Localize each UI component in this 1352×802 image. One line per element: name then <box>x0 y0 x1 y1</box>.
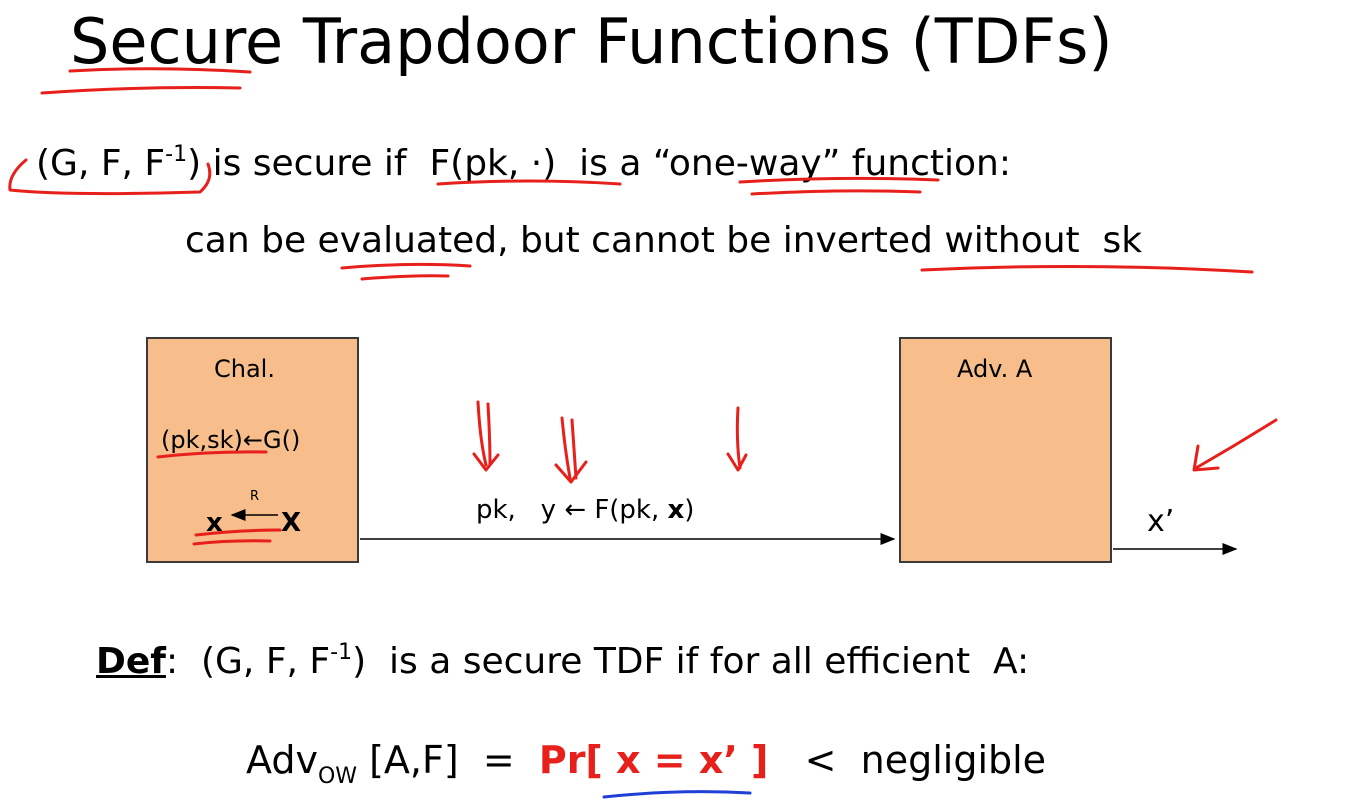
sample-domain: X <box>281 508 302 538</box>
intro-line: (G, F, F-1) is secure if F(pk, ·) is a “… <box>36 132 1011 187</box>
message-prefix: pk, y ← F(pk, <box>476 495 668 525</box>
x-arrow-mark <box>726 406 748 472</box>
y-arrow-mark <box>554 416 588 484</box>
tuple-underline-mark <box>8 158 212 196</box>
intro-text-a: is secure if <box>201 143 430 184</box>
probability-underline <box>602 790 752 799</box>
adversary-output: x’ <box>1147 504 1175 539</box>
definition-tuple-sup: -1 <box>330 640 353 665</box>
keygen-underline <box>156 450 268 459</box>
title-underline-2 <box>40 86 242 95</box>
sample-x: x <box>206 508 223 538</box>
definition-colon: : <box>165 641 201 682</box>
func-underline <box>436 179 622 186</box>
advantage-probability: Pr[ x = x’ ] <box>538 738 769 782</box>
slide-title: Secure Trapdoor Functions (TDFs) <box>70 5 1113 78</box>
definition-label: Def <box>96 641 166 682</box>
sample-arrow-label: R <box>250 489 260 504</box>
advantage-adv: Adv <box>246 738 318 782</box>
message-label: pk, y ← F(pk, x) <box>476 494 694 526</box>
without-sk-underline <box>920 264 1254 274</box>
definition-text: ) is a secure TDF if for all efficient A… <box>352 641 1030 682</box>
explanation-line: can be evaluated, but cannot be inverted… <box>185 220 1143 261</box>
advantage-rest: < negligible <box>768 738 1047 782</box>
intro-text-b: is a <box>556 143 653 184</box>
one-way-underline-1 <box>738 176 940 184</box>
sample-underline-2 <box>192 539 272 546</box>
intro-quoted: “one-way” <box>652 143 841 184</box>
adversary-box <box>899 337 1112 563</box>
challenger-title: Chal. <box>214 355 275 383</box>
intro-tuple: (G, F, F <box>36 143 166 184</box>
message-x: x <box>667 495 685 525</box>
advantage-formula: AdvOW [A,F] = Pr[ x = x’ ] < negligible <box>246 736 1046 801</box>
challenger-keygen: (pk,sk)←G() <box>161 426 301 454</box>
intro-tuple-close: ) <box>187 143 202 184</box>
intro-tuple-sup: -1 <box>165 142 188 167</box>
one-way-underline-2 <box>750 189 922 196</box>
challenger-box <box>146 337 359 563</box>
adversary-title: Adv. A <box>957 355 1033 383</box>
advantage-args: [A,F] = <box>357 738 539 782</box>
pk-arrow-mark <box>472 400 500 472</box>
output-arrow-mark <box>1192 418 1278 472</box>
message-suffix: ) <box>684 495 695 525</box>
evaluated-underline-2 <box>360 274 450 281</box>
intro-func: F(pk, ·) <box>429 143 557 184</box>
advantage-subscript: OW <box>317 764 358 789</box>
definition-tuple: (G, F, F <box>200 641 331 682</box>
definition-line: Def: (G, F, F-1) is a secure TDF if for … <box>96 630 1029 685</box>
title-underline-1 <box>68 67 252 74</box>
evaluated-underline-1 <box>340 262 472 270</box>
sample-underline-1 <box>194 528 282 537</box>
